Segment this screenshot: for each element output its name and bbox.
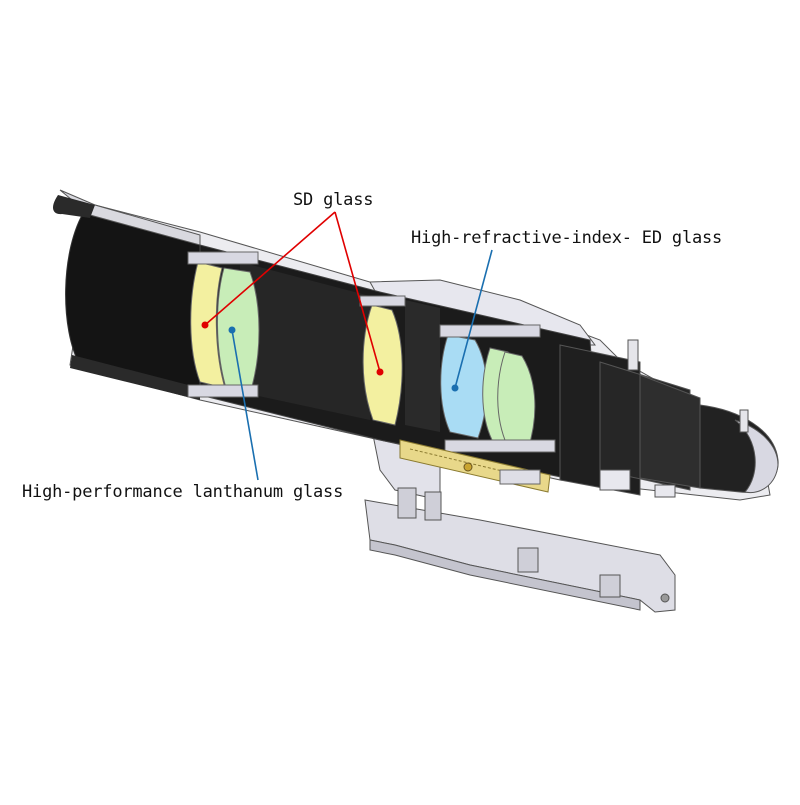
objective-lens-group bbox=[187, 251, 260, 398]
ed-glass-marker bbox=[451, 384, 459, 392]
sd-glass-label: SD glass bbox=[293, 190, 374, 210]
lanthanum-glass-marker bbox=[228, 326, 236, 334]
middle-sd-lens bbox=[359, 295, 406, 426]
ed-glass-leader bbox=[451, 249, 493, 392]
sd-glass-leaders bbox=[201, 211, 384, 376]
dew-shield bbox=[53, 189, 201, 400]
sd-glass-marker-objective bbox=[201, 321, 209, 329]
mounting-bracket bbox=[364, 429, 676, 613]
sd-glass-marker-middle bbox=[376, 368, 384, 376]
ed-lens-group bbox=[439, 324, 556, 453]
ed-glass-label: High-refractive-index- ED glass bbox=[411, 228, 723, 248]
lanthanum-glass-label: High-performance lanthanum glass bbox=[22, 482, 344, 502]
focuser-rack bbox=[399, 439, 551, 493]
drawtube-eyepiece bbox=[559, 339, 779, 498]
lanthanum-glass-leader bbox=[228, 326, 259, 481]
